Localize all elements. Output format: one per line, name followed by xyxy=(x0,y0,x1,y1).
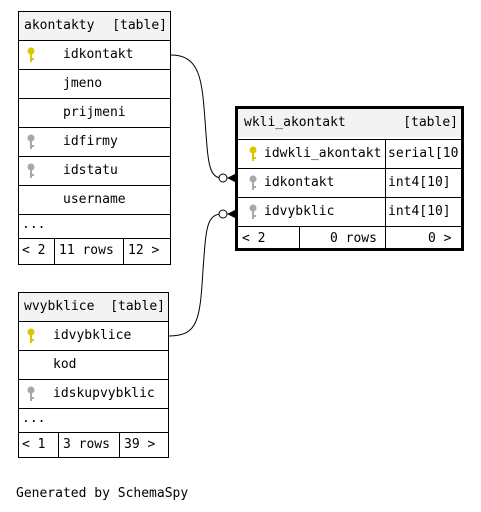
column-name: idwkli_akontakt xyxy=(264,146,382,161)
link-akontakty-optional-marker xyxy=(218,173,228,183)
link-wvybklice-to-wkli xyxy=(168,213,223,337)
column-name: idvybklice xyxy=(53,328,132,343)
column-row[interactable]: idkontakt int4[10] xyxy=(238,168,461,197)
table-name: wvybklice xyxy=(24,299,95,314)
column-name: username xyxy=(63,192,126,207)
foreign-key-icon xyxy=(249,204,257,219)
column-row[interactable]: idskupvybklic xyxy=(19,379,168,408)
primary-key-icon xyxy=(27,328,35,343)
primary-key-icon xyxy=(27,47,35,62)
table-header: wvybklice [table] xyxy=(19,293,168,321)
children-link[interactable]: 12 > xyxy=(128,243,160,258)
foreign-key-icon xyxy=(249,175,257,190)
table-footer: < 2 0 rows 0 > xyxy=(238,226,461,251)
column-name: idkontakt xyxy=(264,175,335,190)
column-row[interactable]: prijmeni xyxy=(19,98,170,127)
table-footer: < 2 11 rows 12 > xyxy=(19,238,170,264)
column-name: prijmeni xyxy=(63,105,126,120)
parents-link[interactable]: < 2 xyxy=(242,231,266,246)
row-count: 3 rows xyxy=(63,437,110,452)
table-name: akontakty xyxy=(24,18,95,33)
column-datatype: int4[10] xyxy=(388,204,451,219)
children-link[interactable]: 39 > xyxy=(124,437,156,452)
table-type: [table] xyxy=(403,115,458,130)
foreign-key-icon xyxy=(27,134,35,149)
link-wvybklice-optional-marker xyxy=(218,209,228,219)
column-row[interactable]: idstatu xyxy=(19,156,170,185)
link-wvybklice-arrow xyxy=(227,210,235,218)
column-row[interactable]: username xyxy=(19,185,170,214)
table-type: [table] xyxy=(110,299,165,314)
table-type: [table] xyxy=(112,18,167,33)
column-datatype: serial[10 xyxy=(388,146,459,161)
more-columns-row[interactable]: ... xyxy=(19,214,170,238)
parents-link[interactable]: < 2 xyxy=(22,243,46,258)
column-name: idskupvybklic xyxy=(53,386,155,401)
row-count: 0 rows xyxy=(330,231,377,246)
more-columns-ellipsis: ... xyxy=(22,411,46,426)
row-count: 11 rows xyxy=(59,243,114,258)
children-link[interactable]: 0 > xyxy=(428,231,452,246)
link-akontakty-arrow xyxy=(227,174,235,182)
foreign-key-icon xyxy=(27,163,35,178)
parents-link[interactable]: < 1 xyxy=(22,437,46,452)
table-header: akontakty [table] xyxy=(19,12,170,40)
table-header: wkli_akontakt [table] xyxy=(238,109,461,137)
foreign-key-icon xyxy=(27,386,35,401)
primary-key-icon xyxy=(249,146,257,161)
column-row[interactable]: jmeno xyxy=(19,69,170,98)
column-row[interactable]: idwkli_akontakt serial[10 xyxy=(238,139,461,168)
column-name: jmeno xyxy=(63,76,103,91)
column-name: idstatu xyxy=(63,163,118,178)
column-row[interactable]: idfirmy xyxy=(19,127,170,156)
column-datatype: int4[10] xyxy=(388,175,451,190)
table-wkli-akontakt[interactable]: wkli_akontakt [table] idwkli_akontakt se… xyxy=(235,106,464,251)
table-name: wkli_akontakt xyxy=(244,115,346,130)
schemaspy-credit: Generated by SchemaSpy xyxy=(16,486,189,501)
column-name: idfirmy xyxy=(63,134,118,149)
more-columns-ellipsis: ... xyxy=(22,217,46,232)
column-row[interactable]: idkontakt xyxy=(19,40,170,69)
column-row[interactable]: kod xyxy=(19,350,168,379)
column-name: idkontakt xyxy=(63,47,134,62)
column-name: idvybklic xyxy=(264,204,335,219)
link-akontakty-to-wkli xyxy=(170,54,223,179)
table-footer: < 1 3 rows 39 > xyxy=(19,432,168,457)
column-name: kod xyxy=(53,357,77,372)
column-row[interactable]: idvybklic int4[10] xyxy=(238,197,461,226)
table-akontakty[interactable]: akontakty [table] idkontakt jmeno prijme… xyxy=(18,11,171,265)
column-row[interactable]: idvybklice xyxy=(19,321,168,350)
table-wvybklice[interactable]: wvybklice [table] idvybklice kod idskupv… xyxy=(18,292,169,458)
more-columns-row[interactable]: ... xyxy=(19,408,168,432)
